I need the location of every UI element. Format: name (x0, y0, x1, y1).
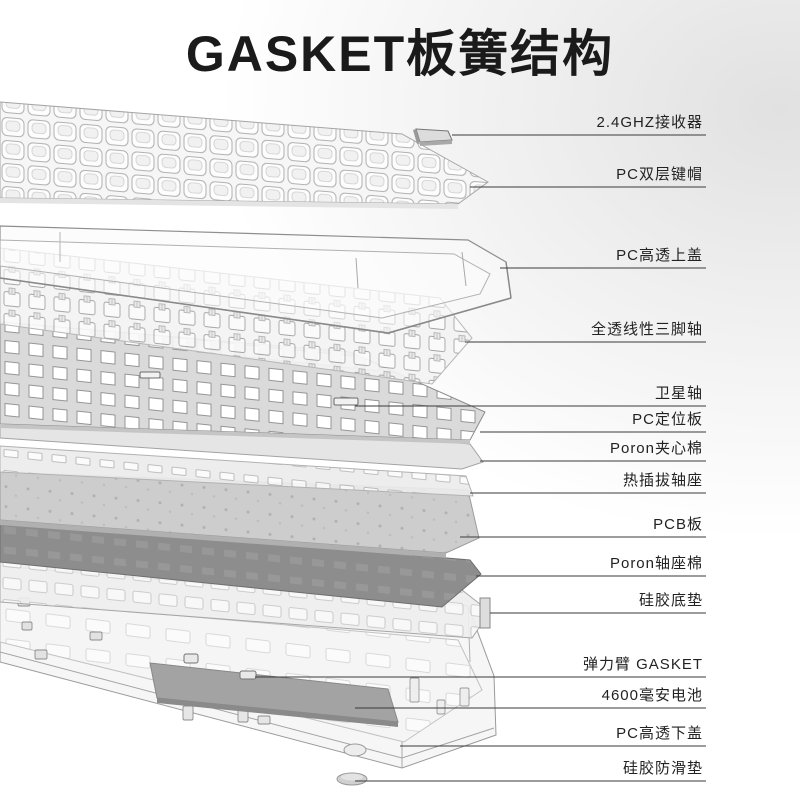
callout-label-plate: PC定位板 (632, 411, 703, 428)
top-cover-layer (0, 225, 512, 334)
callout-label-top-cover: PC高透上盖 (616, 247, 703, 264)
callout-label-receiver: 2.4GHZ接收器 (596, 114, 703, 131)
receiver-part (413, 128, 453, 146)
gasket-arm-part (183, 653, 257, 680)
callout-label-keycaps: PC双层键帽 (616, 166, 703, 183)
callout-label-silicone-pad: 硅胶底垫 (638, 592, 703, 609)
leader-lines (255, 134, 706, 782)
callout-label-anti-slip-pad: 硅胶防滑垫 (622, 760, 703, 777)
anti-slip-pad-part (336, 772, 368, 786)
callout-label-bottom-case: PC高透下盖 (616, 725, 703, 742)
hot-swap-socket-layer (0, 445, 474, 497)
keycaps-layer (0, 101, 489, 209)
callout-label-sandwich-foam: Poron夹心棉 (609, 440, 703, 457)
battery-part (149, 662, 399, 727)
callout-label-hot-swap-sockets: 热插拔轴座 (622, 472, 703, 489)
page-title: GASKET板簧结构 (185, 26, 615, 82)
callout-label-pcb: PCB板 (653, 516, 703, 533)
stabilizer-part (139, 371, 359, 406)
callout-label-gasket-arm: 弹力臂 GASKET (582, 656, 703, 673)
callout-label-socket-foam: Poron轴座棉 (609, 555, 703, 572)
callout-label-battery: 4600毫安电池 (601, 687, 703, 704)
callout-label-switches: 全透线性三脚轴 (590, 321, 703, 338)
callout-label-stabilizers: 卫星轴 (654, 385, 703, 402)
